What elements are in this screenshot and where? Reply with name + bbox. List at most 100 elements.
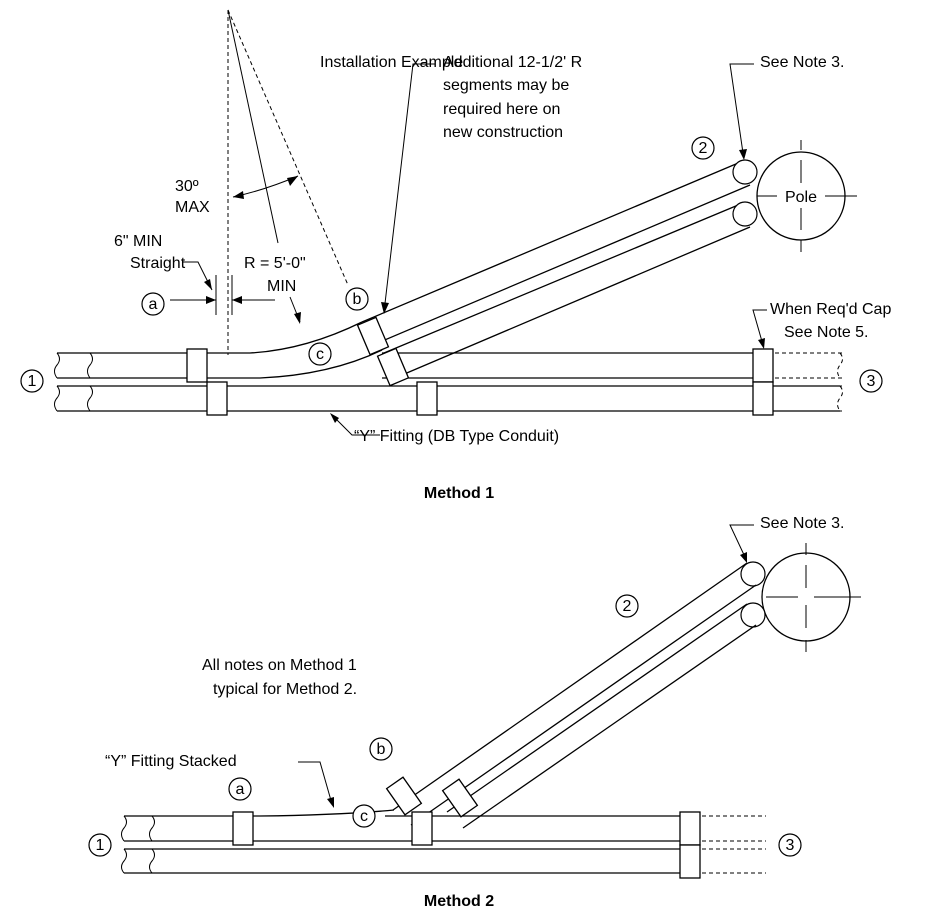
segments-note-leader <box>383 63 435 313</box>
m1-coupling-6 <box>356 316 390 356</box>
m1-callout-3-bubble <box>859 369 883 393</box>
callout-a-label: a <box>149 296 158 313</box>
m1-riser1-top <box>361 160 744 323</box>
radius-note-line2: MIN <box>267 278 296 295</box>
straight-note-leader <box>182 261 213 291</box>
method1-label: Method 1 <box>424 485 494 502</box>
m2-callout-2-label: 2 <box>623 598 632 615</box>
m1-conduit-end-1 <box>732 159 758 185</box>
m1-riser2-bottom <box>394 226 751 379</box>
m1-break-mid2 <box>87 385 93 412</box>
method2-label: Method 2 <box>424 893 494 910</box>
m1-callout-3-label: 3 <box>867 373 876 390</box>
m2-y-fitting-note: “Y” Fitting Stacked <box>105 753 237 770</box>
segments-note-arrow <box>381 302 389 314</box>
m1-coupling-3 <box>416 381 438 416</box>
m2-callout-3-label: 3 <box>786 837 795 854</box>
m2-break-mid1 <box>149 815 155 842</box>
m2-callout-2-bubble <box>615 594 639 618</box>
m1-y-fitting-note: “Y” Fitting (DB Type Conduit) <box>354 428 559 445</box>
cap-note-arrow <box>758 338 765 349</box>
m2-notes-line1: All notes on Method 1 <box>202 657 357 674</box>
diagram-title: Installation Example <box>320 54 463 71</box>
m2-coupling-2 <box>411 811 433 846</box>
m2-see-note: See Note 3. <box>760 515 845 532</box>
segments-note-line3: required here on <box>443 101 560 118</box>
m1-y-fitting-leader <box>331 414 380 436</box>
m1-conduit-end-2 <box>732 201 758 227</box>
m2-notes-line2: typical for Method 2. <box>213 681 357 698</box>
segments-note-line2: segments may be <box>443 77 569 94</box>
radius-note-line1: R = 5'-0" <box>244 255 306 272</box>
angle-note-line1: 30º <box>175 178 199 195</box>
m1-break-left2 <box>54 385 60 412</box>
cap-note-line1: When Req'd Cap <box>770 301 891 318</box>
angle-arrow-right <box>287 176 298 186</box>
m1-break-left1 <box>54 352 60 379</box>
cap-note-line2: See Note 5. <box>784 324 869 341</box>
m2-conduit1-top <box>124 809 395 817</box>
m2-callout-b-label: b <box>377 741 386 758</box>
m1-see-note-arrow <box>739 149 747 160</box>
m2-callout-b-bubble <box>369 737 393 761</box>
m2-callout-3-bubble <box>778 833 802 857</box>
m1-riser2-top <box>383 202 744 354</box>
m1-coupling-4 <box>752 348 774 383</box>
straight-note-line2: Straight <box>130 255 186 272</box>
m1-coupling-5 <box>752 381 774 416</box>
m1-coupling-2 <box>206 381 228 416</box>
m2-callout-c-bubble <box>352 804 376 828</box>
straight-dim-arrow-right <box>232 296 242 304</box>
m1-y-fitting-arrow <box>330 413 339 423</box>
m2-coupling-1 <box>232 811 254 846</box>
m2-callout-1-label: 1 <box>96 837 105 854</box>
callout-c-bubble <box>308 342 332 366</box>
m2-y-fitting-arrow <box>327 797 334 808</box>
callout-b-bubble <box>345 287 369 311</box>
m1-callout-1-label: 1 <box>28 373 37 390</box>
m2-coupling-6 <box>441 778 479 818</box>
segments-note-line1: Additional 12-1/2' R <box>443 54 582 71</box>
m2-callout-a-bubble <box>228 777 252 801</box>
m2-riser2-bottom <box>462 624 757 829</box>
m2-coupling-3 <box>679 811 701 846</box>
m2-callout-c-label: c <box>360 808 368 825</box>
angle-arrow-left <box>233 191 244 199</box>
segments-note-line4: new construction <box>443 124 563 141</box>
m1-callout-1-bubble <box>20 369 44 393</box>
m2-callout-1-bubble <box>88 833 112 857</box>
m2-conduit-end-1 <box>740 561 766 587</box>
m2-riser2-top <box>446 603 748 813</box>
straight-note-line1: 6" MIN <box>114 233 162 250</box>
angle-note-line2: MAX <box>175 199 210 216</box>
callout-2-label: 2 <box>699 140 708 157</box>
m2-coupling-4 <box>679 844 701 879</box>
m2-riser1-bottom <box>410 584 757 826</box>
radius-dashed-line <box>227 9 349 286</box>
m1-coupling-1 <box>186 348 208 383</box>
cap-note-leader <box>752 309 767 346</box>
radius-solid-line <box>227 9 279 244</box>
m2-y-fitting-leader <box>298 761 333 805</box>
m2-coupling-5 <box>385 776 423 816</box>
m2-break-left1 <box>121 815 127 842</box>
callout-a-bubble <box>141 292 165 316</box>
m2-callout-a-label: a <box>236 781 245 798</box>
m1-conduit1-bend-bottom <box>190 349 383 379</box>
m1-see-note: See Note 3. <box>760 54 845 71</box>
m1-see-note-leader <box>729 63 754 154</box>
m1-riser1-bottom <box>372 184 751 346</box>
callout-c-label: c <box>316 346 324 363</box>
radius-note-arrow <box>294 312 301 324</box>
m2-see-note-arrow <box>740 552 747 563</box>
m2-break-left2 <box>121 848 127 874</box>
m2-riser1-top <box>392 562 748 811</box>
callout-b-label: b <box>353 291 362 308</box>
m2-see-note-leader <box>729 524 754 558</box>
m1-break-right2 <box>837 385 843 412</box>
callout-2-bubble <box>691 136 715 160</box>
m1-coupling-7 <box>376 347 410 387</box>
m2-break-mid2 <box>149 848 155 874</box>
